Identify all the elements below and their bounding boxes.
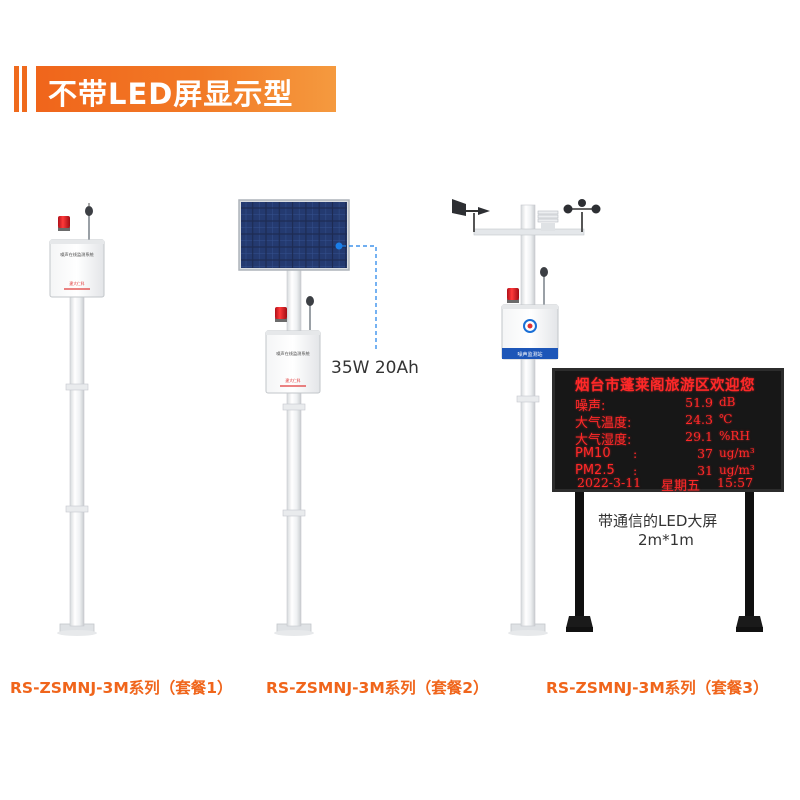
led-row-colon: : <box>633 446 638 461</box>
led-screen: 烟台市蓬莱阁旅游区欢迎您 噪声: 51.9 dB 大气温度: 24.3 ℃ 大气… <box>552 368 784 494</box>
package-3-box-label: 噪声监测站 <box>517 351 542 358</box>
led-row-unit: ug/m³ <box>719 446 755 460</box>
led-row-label: 大气湿度: <box>575 433 632 448</box>
banner-stripe <box>14 66 19 112</box>
led-row-unit: %RH <box>719 429 750 443</box>
led-note-line1: 带通信的LED大屏 <box>598 512 718 530</box>
package-3-caption: RS-ZSMNJ-3M系列（套餐3） <box>546 679 769 697</box>
led-screen-stand <box>566 492 763 632</box>
led-row-label: 大气温度: <box>575 416 632 431</box>
led-row-value: 24.3 <box>685 412 713 427</box>
led-row-colon: : <box>633 463 638 478</box>
led-date: 2022-3-11 <box>577 475 642 490</box>
led-row-label: PM2.5 <box>575 463 615 478</box>
section-banner: 不带LED屏显示型 <box>14 66 336 112</box>
package-2-box-label: 噪声在线监测系统 <box>276 350 310 357</box>
package-2-station: 噪声在线监测系统 建大仁科 <box>238 199 377 636</box>
package-1-box-label: 噪声在线监测系统 <box>60 251 94 258</box>
package-2-box-sub: 建大仁科 <box>285 378 300 383</box>
led-row-unit: ℃ <box>719 412 733 426</box>
led-title: 烟台市蓬莱阁旅游区欢迎您 <box>575 378 755 394</box>
package-1-station: 噪声在线监测系统 建大仁科 <box>49 203 105 636</box>
led-note-line2: 2m*1m <box>638 531 694 549</box>
solar-spec-label: 35W 20Ah <box>331 358 419 378</box>
led-row-label: PM10 <box>575 446 611 461</box>
package-3-station: 噪声监测站 <box>452 199 601 636</box>
banner-title: 不带LED屏显示型 <box>48 77 294 111</box>
led-row-unit: dB <box>719 395 736 409</box>
led-row-value: 37 <box>697 446 713 461</box>
led-time: 15:57 <box>717 475 754 490</box>
package-1-box-sub: 建大仁科 <box>69 281 84 286</box>
package-1-caption: RS-ZSMNJ-3M系列（套餐1） <box>10 679 233 697</box>
wind-vane <box>452 199 490 232</box>
solar-panel <box>238 199 350 271</box>
led-row-unit: ug/m³ <box>719 463 755 477</box>
banner-bar <box>36 66 336 112</box>
banner-stripe <box>22 66 27 112</box>
led-row-value: 51.9 <box>685 395 713 410</box>
led-weekday: 星期五 <box>661 479 701 494</box>
led-row-value: 31 <box>697 463 713 478</box>
led-row-label: 噪声: <box>575 399 606 414</box>
anemometer <box>563 199 601 232</box>
radiation-shield <box>537 210 559 231</box>
led-row-value: 29.1 <box>685 429 713 444</box>
package-2-caption: RS-ZSMNJ-3M系列（套餐2） <box>266 679 489 697</box>
